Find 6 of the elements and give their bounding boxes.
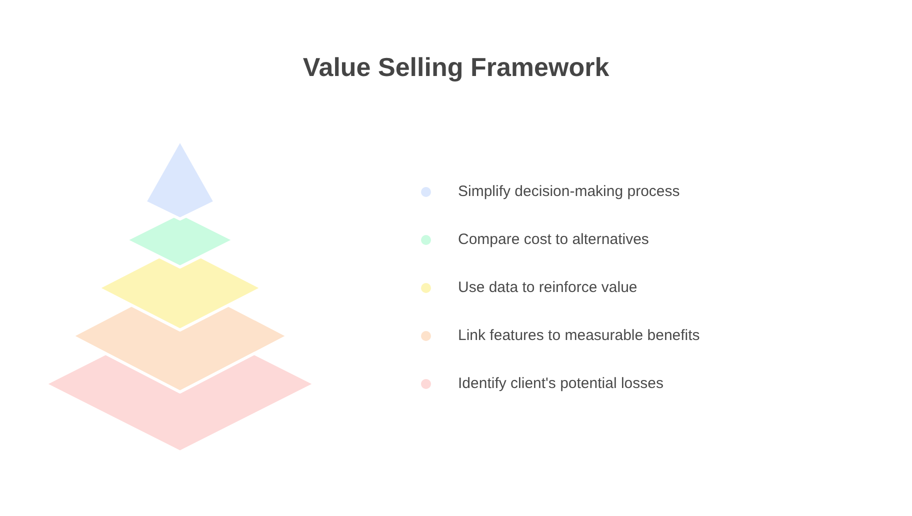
legend-label: Compare cost to alternatives <box>458 230 649 250</box>
legend-label: Simplify decision-making process <box>458 182 680 202</box>
diagram-title: Value Selling Framework <box>302 51 610 83</box>
legend-label: Identify client's potential losses <box>458 374 664 394</box>
legend-label: Use data to reinforce value <box>458 278 638 298</box>
legend-label: Link features to measurable benefits <box>458 326 700 346</box>
